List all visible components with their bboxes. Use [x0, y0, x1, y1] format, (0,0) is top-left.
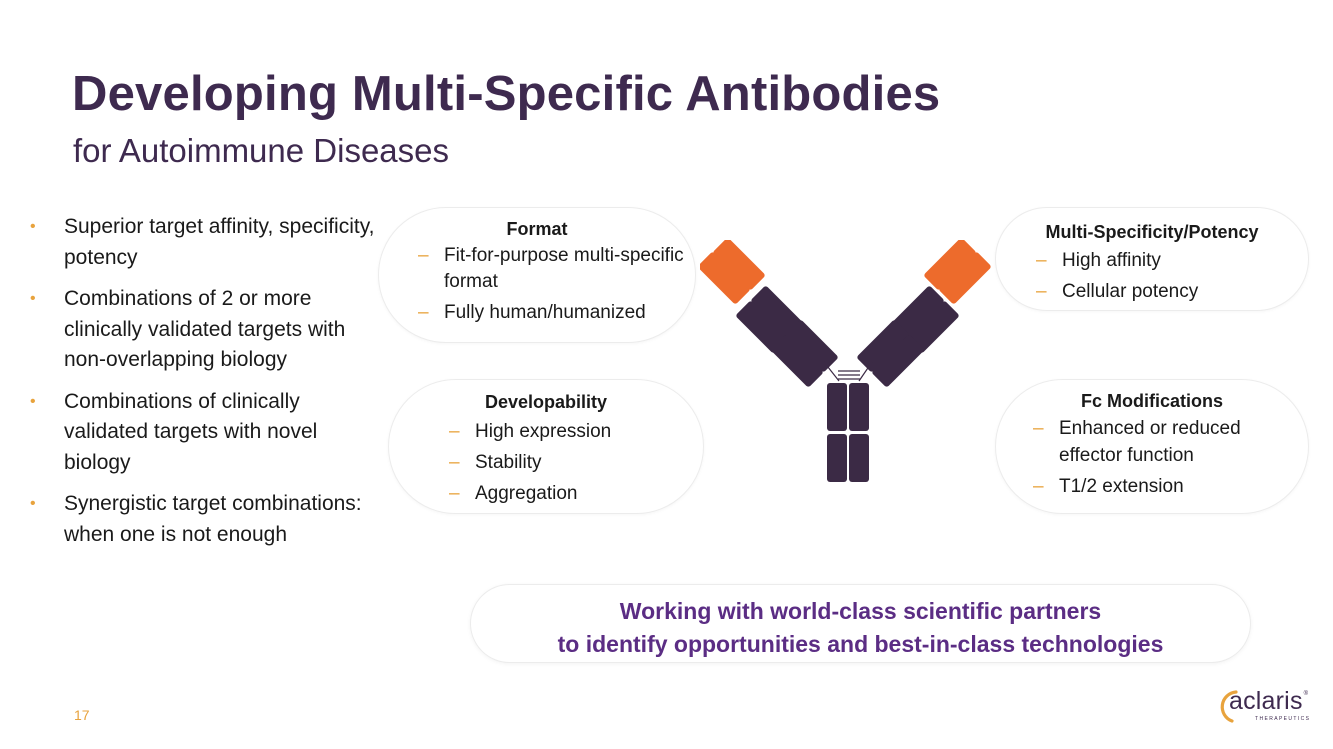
- stem-lower-right: [849, 434, 869, 482]
- right-arm-tip-inner: [939, 252, 991, 304]
- dash-marker: –: [1033, 418, 1044, 439]
- right-arm-base-inner: [872, 335, 924, 387]
- left-arm-base-inner: [771, 335, 823, 387]
- hinge: [823, 361, 873, 382]
- bullet-marker: •: [30, 495, 36, 512]
- left-arm: [700, 240, 838, 387]
- logo-wordmark: aclaris®: [1229, 687, 1309, 716]
- bullet-item: • Superior target affinity, specificity, …: [30, 212, 380, 273]
- dash-marker: –: [1033, 476, 1044, 497]
- left-arm-base-outer: [786, 320, 838, 372]
- left-arm-tip-outer: [713, 240, 765, 290]
- page-number: 17: [74, 707, 90, 723]
- bullet-text: Combinations of clinically validated tar…: [64, 389, 318, 474]
- fc-stem: [827, 383, 869, 482]
- developability-item: –High expression: [449, 416, 703, 447]
- right-arm-mid-inner: [907, 301, 959, 353]
- stem-upper-right: [849, 383, 869, 431]
- partners-banner: Working with world-class scientific part…: [470, 584, 1251, 663]
- fc-modifications-item: –Enhanced or reduced effector function: [1033, 415, 1308, 469]
- dash-marker: –: [1036, 250, 1047, 271]
- bullet-text: Synergistic target combinations: when on…: [64, 492, 362, 546]
- format-pill: Format –Fit-for-purpose multi-specific f…: [378, 207, 696, 343]
- developability-item-text: Stability: [475, 452, 542, 473]
- developability-pill: Developability –High expression –Stabili…: [388, 379, 704, 514]
- bullet-item: • Synergistic target combinations: when o…: [30, 489, 380, 550]
- format-item-text: Fully human/humanized: [444, 302, 646, 323]
- dash-marker: –: [449, 483, 460, 504]
- stem-lower-left: [827, 434, 847, 482]
- left-arm-mid-inner: [736, 301, 788, 353]
- hinge-left-link: [823, 361, 840, 382]
- bullet-item: • Combinations of 2 or more clinically va…: [30, 284, 380, 376]
- right-arm: [857, 240, 991, 387]
- format-item: –Fit-for-purpose multi-specific format: [418, 243, 695, 295]
- format-title: Format: [506, 219, 568, 239]
- right-arm-mid-outer: [892, 286, 944, 338]
- dash-marker: –: [449, 421, 460, 442]
- banner-line-1: Working with world-class scientific part…: [619, 598, 1102, 624]
- left-arm-tip-inner: [700, 252, 750, 304]
- developability-item: –Aggregation: [449, 478, 703, 509]
- dash-marker: –: [418, 245, 429, 266]
- fc-modifications-title: Fc Modifications: [1080, 391, 1223, 411]
- banner-line-2: to identify opportunities and best-in-cl…: [557, 631, 1164, 657]
- left-arm-mid-outer: [751, 286, 803, 338]
- fc-modifications-item-text: Enhanced or reduced effector function: [1059, 418, 1241, 466]
- multi-specificity-title: Multi-Specificity/Potency: [1045, 222, 1259, 242]
- bullet-marker: •: [30, 392, 36, 410]
- right-arm-tip-outer: [924, 240, 976, 290]
- format-item-text: Fit-for-purpose multi-specific format: [444, 245, 684, 292]
- multi-specificity-item-text: High affinity: [1062, 250, 1161, 271]
- dash-marker: –: [1036, 281, 1047, 302]
- fc-modifications-item-text: T1/2 extension: [1059, 476, 1184, 497]
- hinge-right-link: [858, 361, 873, 382]
- slide-title: Developing Multi-Specific Antibodies: [72, 67, 941, 121]
- antibody-diagram-icon: [700, 240, 991, 482]
- multi-specificity-pill: Multi-Specificity/Potency –High affinity…: [995, 207, 1309, 311]
- developability-item-text: Aggregation: [475, 483, 578, 504]
- bullet-list: • Superior target affinity, specificity, …: [30, 212, 380, 561]
- stem-upper-left: [827, 383, 847, 431]
- logo-registered-mark: ®: [1303, 691, 1309, 697]
- aclaris-logo: aclaris® THERAPEUTICS: [1216, 684, 1316, 728]
- logo-subtext: THERAPEUTICS: [1255, 716, 1311, 722]
- developability-title: Developability: [484, 392, 608, 412]
- developability-item-text: High expression: [475, 421, 612, 442]
- bullet-text: Combinations of 2 or more clinically val…: [64, 287, 346, 371]
- right-arm-base-outer: [857, 320, 909, 372]
- multi-specificity-item: –Cellular potency: [1036, 276, 1308, 307]
- slide-subtitle: for Autoimmune Diseases: [73, 132, 450, 169]
- logo-arc-icon: [1220, 690, 1238, 723]
- bullet-item: • Combinations of clinically validated ta…: [30, 387, 380, 479]
- fc-modifications-item: –T1/2 extension: [1033, 473, 1308, 500]
- fc-modifications-pill: Fc Modifications –Enhanced or reduced ef…: [995, 379, 1309, 514]
- bullet-text: Superior target affinity, specificity, p…: [64, 215, 375, 269]
- multi-specificity-item-text: Cellular potency: [1062, 281, 1199, 302]
- format-item: –Fully human/humanized: [418, 300, 695, 326]
- bullet-marker: •: [30, 290, 36, 307]
- logo-arc-path: [1220, 690, 1238, 723]
- dash-marker: –: [449, 452, 460, 473]
- developability-item: –Stability: [449, 447, 703, 478]
- bullet-marker: •: [30, 218, 36, 235]
- dash-marker: –: [418, 302, 429, 323]
- logo-word-text: aclaris: [1229, 687, 1303, 715]
- multi-specificity-item: –High affinity: [1036, 245, 1308, 276]
